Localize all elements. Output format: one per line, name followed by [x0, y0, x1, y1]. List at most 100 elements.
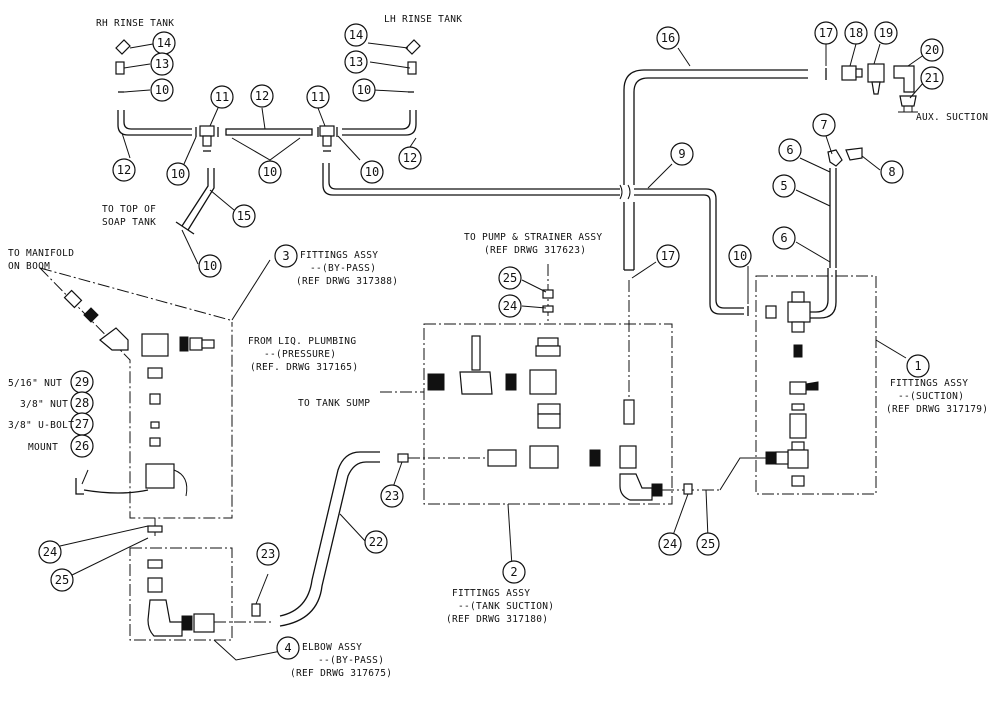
svg-text:28: 28	[75, 396, 89, 410]
balloon-10-rh: 10	[150, 78, 174, 102]
svg-text:19: 19	[879, 26, 893, 40]
balloon-26: 26	[70, 434, 94, 458]
svg-text:2: 2	[510, 565, 517, 579]
balloon-12-lh: 12	[398, 146, 422, 170]
svg-text:10: 10	[357, 83, 371, 97]
tank-suction-ref: (REF DRWG 317180)	[446, 614, 548, 625]
balloon-8: 8	[880, 160, 904, 184]
balloon-14-lh: 14	[344, 23, 368, 47]
svg-text:23: 23	[261, 547, 275, 561]
balloon-24-right: 24	[658, 532, 682, 556]
svg-text:25: 25	[701, 537, 715, 551]
svg-text:4: 4	[284, 641, 291, 655]
balloon-10-mid: 10	[258, 160, 282, 184]
svg-text:13: 13	[349, 55, 363, 69]
balloon-13-lh: 13	[344, 50, 368, 74]
svg-text:7: 7	[820, 118, 827, 132]
rinse-tank-plumbing	[115, 39, 749, 316]
svg-text:29: 29	[75, 375, 89, 389]
svg-text:11: 11	[215, 90, 229, 104]
elbow-assy-bypass	[129, 451, 380, 641]
top-soap-label-2: SOAP TANK	[102, 217, 156, 228]
svg-text:9: 9	[678, 147, 685, 161]
svg-text:10: 10	[733, 249, 747, 263]
svg-text:12: 12	[403, 151, 417, 165]
balloon-14-rh: 14	[152, 31, 176, 55]
balloon-12-mid: 12	[250, 84, 274, 108]
balloon-16: 16	[656, 26, 680, 50]
liq-plumbing-label-1: FROM LIQ. PLUMBING	[248, 336, 356, 347]
balloon-28: 28	[70, 391, 94, 415]
lh-rinse-tank-label: LH RINSE TANK	[384, 14, 462, 25]
elbow-assy-title: ELBOW ASSY	[302, 642, 362, 653]
balloon-22: 22	[364, 530, 388, 554]
manifold-label-1: TO MANIFOLD	[8, 248, 74, 259]
balloon-25-pump: 25	[498, 266, 522, 290]
svg-text:21: 21	[925, 71, 939, 85]
svg-text:12: 12	[255, 89, 269, 103]
balloon-27: 27	[70, 412, 94, 436]
svg-text:8: 8	[888, 165, 895, 179]
bypass-ref: (REF DRWG 317388)	[296, 276, 398, 287]
svg-text:16: 16	[661, 31, 675, 45]
balloon-1: 1	[906, 354, 930, 378]
liq-plumbing-label-2: --(PRESSURE)	[264, 349, 336, 360]
svg-text:13: 13	[155, 57, 169, 71]
balloon-6-top: 6	[778, 138, 802, 162]
svg-text:10: 10	[263, 165, 277, 179]
svg-text:24: 24	[503, 299, 517, 313]
svg-text:14: 14	[349, 28, 363, 42]
bypass-sub: --(BY-PASS)	[310, 263, 376, 274]
suction-sub: --(SUCTION)	[898, 391, 964, 402]
svg-text:20: 20	[925, 43, 939, 57]
elbow-assy-ref: (REF DRWG 317675)	[290, 668, 392, 679]
u-bolt-label: 3/8" U-BOLT	[8, 420, 74, 431]
nut-516-label: 5/16" NUT	[8, 378, 62, 389]
balloon-7: 7	[812, 113, 836, 137]
top-soap-label-1: TO TOP OF	[102, 204, 156, 215]
svg-text:6: 6	[780, 231, 787, 245]
balloon-10-soap: 10	[198, 254, 222, 278]
balloon-24-pump: 24	[498, 294, 522, 318]
liq-plumbing-label-3: (REF. DRWG 317165)	[250, 362, 358, 373]
balloon-17-mid: 17	[656, 244, 680, 268]
aux-suction-line	[623, 63, 918, 271]
balloon-29: 29	[70, 370, 94, 394]
suction-ref: (REF DRWG 317179)	[886, 404, 988, 415]
balloon-4: 4	[276, 636, 300, 660]
pump-strainer-label-2: (REF DRWG 317623)	[484, 245, 586, 256]
balloon-13-rh: 13	[150, 52, 174, 76]
rh-rinse-tank-label: RH RINSE TANK	[96, 18, 174, 29]
tank-sump-label: TO TANK SUMP	[298, 398, 370, 409]
manifold-label-2: ON BOOM	[8, 261, 50, 272]
balloon-5: 5	[772, 174, 796, 198]
svg-text:26: 26	[75, 439, 89, 453]
svg-text:25: 25	[55, 573, 69, 587]
svg-text:24: 24	[663, 537, 677, 551]
balloon-10-suction: 10	[728, 244, 752, 268]
svg-text:12: 12	[117, 163, 131, 177]
svg-text:6: 6	[786, 143, 793, 157]
balloon-17-top: 17	[814, 21, 838, 45]
tank-suction-sub: --(TANK SUCTION)	[458, 601, 554, 612]
svg-text:24: 24	[43, 545, 57, 559]
fittings-assy-tank-suction	[380, 264, 766, 505]
svg-text:10: 10	[171, 167, 185, 181]
svg-text:22: 22	[369, 535, 383, 549]
mount-label: MOUNT	[28, 442, 58, 453]
elbow-assy-sub: --(BY-PASS)	[318, 655, 384, 666]
svg-text:17: 17	[661, 249, 675, 263]
svg-text:27: 27	[75, 417, 89, 431]
balloon-19: 19	[874, 21, 898, 45]
svg-text:10: 10	[365, 165, 379, 179]
svg-text:1: 1	[914, 359, 921, 373]
balloon-23-mid: 23	[380, 484, 404, 508]
balloon-25-left: 25	[50, 568, 74, 592]
fittings-assy-suction	[755, 147, 877, 495]
bypass-fittings	[39, 267, 233, 536]
balloon-12-rh: 12	[112, 158, 136, 182]
svg-text:14: 14	[157, 36, 171, 50]
balloon-15: 15	[232, 204, 256, 228]
